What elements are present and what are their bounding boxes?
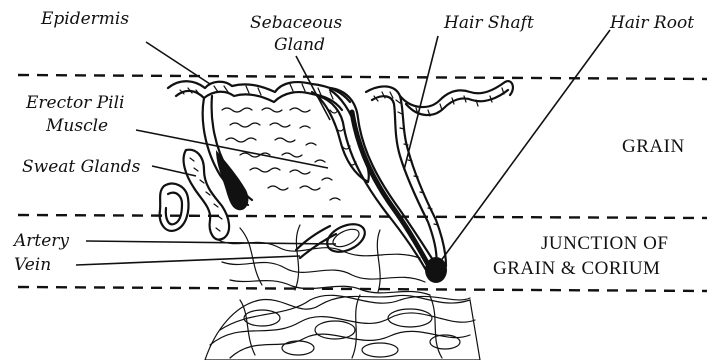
vein-vessel [296, 226, 330, 250]
corium-fiber-network [205, 295, 480, 360]
zone-label-junction-line2: GRAIN & CORIUM [493, 258, 660, 279]
epidermis-layer [168, 81, 350, 205]
label-sebaceous-line2: Gland [274, 35, 325, 55]
label-epidermis: Epidermis [40, 9, 129, 29]
erector-pili-muscle [216, 150, 248, 210]
label-hair-shaft: Hair Shaft [443, 13, 534, 33]
label-artery: Artery [12, 231, 69, 251]
junction-top-boundary [18, 215, 707, 218]
junction-fibers [218, 225, 430, 295]
label-sweat-glands: Sweat Glands [22, 157, 141, 177]
label-erector-line1: Erector Pili [25, 93, 124, 113]
label-hair-root: Hair Root [609, 13, 694, 33]
grain-top-boundary [18, 75, 707, 79]
label-sebaceous-line1: Sebaceous [250, 13, 342, 33]
hair-tail [400, 81, 513, 116]
label-erector-line2: Muscle [45, 116, 108, 136]
zone-label-junction-line1: JUNCTION OF [541, 233, 668, 254]
hair-root-bulb [425, 257, 447, 283]
zone-label-grain: GRAIN [622, 136, 685, 157]
label-vein: Vein [14, 255, 51, 275]
blood-vessels [296, 219, 369, 258]
